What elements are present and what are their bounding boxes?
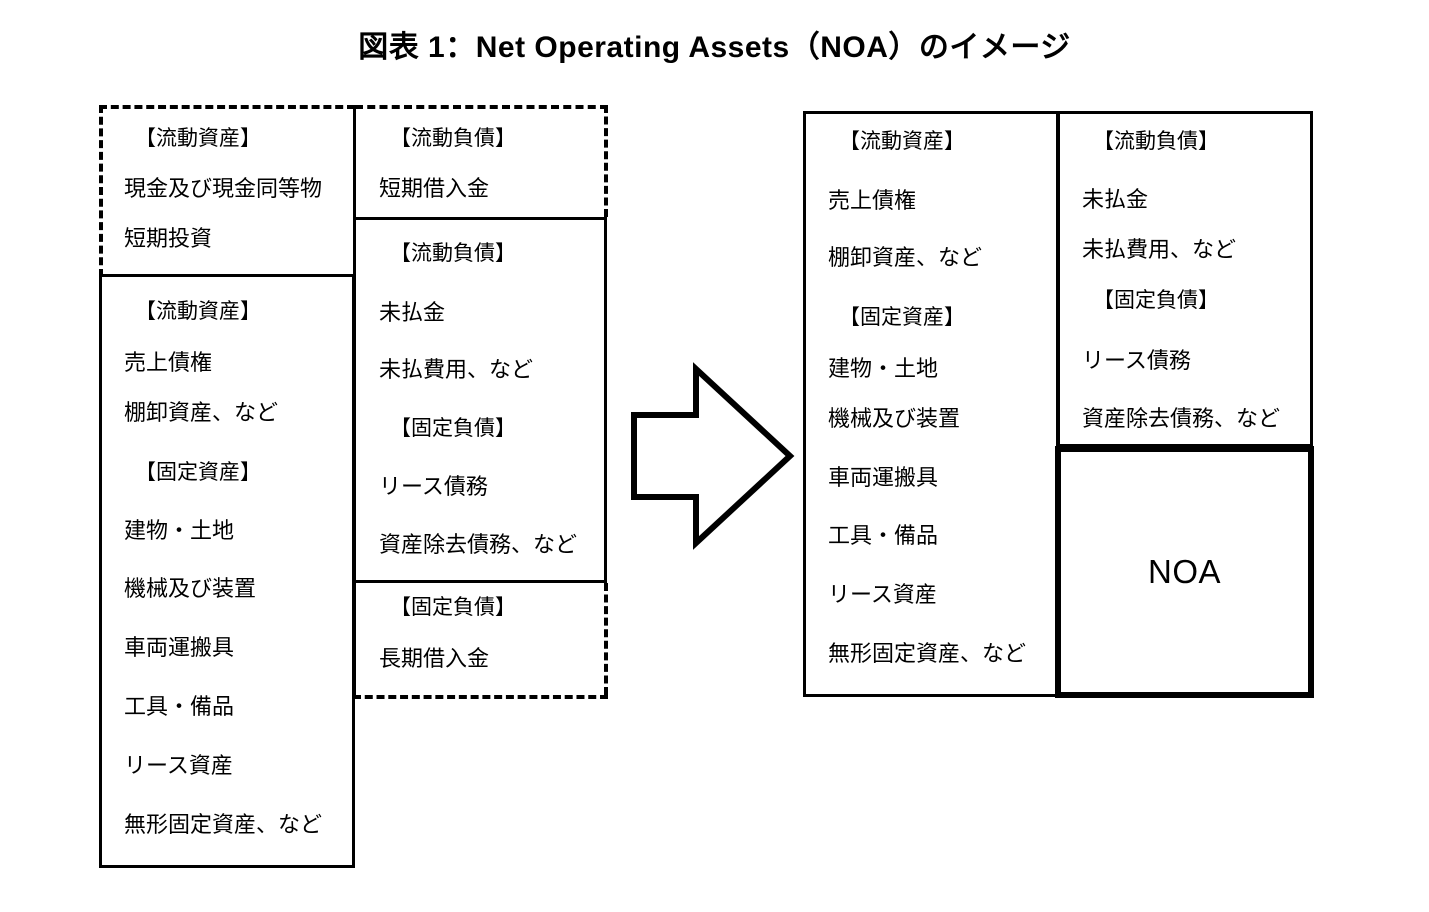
- before-liab-operating-heading-3: 【固定負債】: [390, 417, 516, 440]
- before-assets-operating-heading-0: 【流動資産】: [135, 300, 261, 323]
- before-liab-operating-item-4: リース債務: [379, 474, 488, 499]
- before-liab-financial-top-heading-0: 【流動負債】: [390, 127, 516, 150]
- after-assets-heading-3: 【固定資産】: [839, 306, 965, 329]
- before-liab-operating-item-1: 未払金: [379, 300, 446, 325]
- after-liab-item-1: 未払金: [1082, 187, 1149, 212]
- before-assets-operating-item-6: 車両運搬具: [124, 635, 235, 660]
- before-assets-operating-box: [99, 274, 355, 868]
- after-assets-item-6: 車両運搬具: [828, 465, 939, 490]
- after-assets-item-1: 売上債権: [828, 188, 917, 213]
- transform-arrow-icon: [628, 360, 796, 552]
- before-assets-operating-item-1: 売上債権: [124, 350, 213, 375]
- after-liab-heading-0: 【流動負債】: [1093, 130, 1219, 153]
- after-assets-item-9: 無形固定資産、など: [828, 641, 1027, 666]
- before-assets-financial-item-1: 現金及び現金同等物: [124, 176, 323, 201]
- after-assets-item-7: 工具・備品: [828, 523, 939, 548]
- after-liab-heading-3: 【固定負債】: [1093, 289, 1219, 312]
- before-liab-operating-heading-0: 【流動負債】: [390, 242, 516, 265]
- after-liabilities-box: [1057, 111, 1313, 447]
- after-liab-item-5: 資産除去債務、など: [1082, 406, 1281, 431]
- solid-border-left: [353, 583, 356, 698]
- before-liab-financial-top-item-1: 短期借入金: [379, 176, 490, 201]
- before-assets-operating-item-9: 無形固定資産、など: [124, 812, 323, 837]
- after-liab-item-2: 未払費用、など: [1082, 237, 1237, 262]
- after-assets-heading-0: 【流動資産】: [839, 130, 965, 153]
- after-assets-item-5: 機械及び装置: [828, 406, 961, 431]
- before-assets-financial-item-2: 短期投資: [124, 226, 213, 251]
- before-assets-operating-item-4: 建物・土地: [124, 518, 235, 543]
- dashed-border-right: [604, 583, 608, 695]
- before-assets-operating-item-7: 工具・備品: [124, 694, 235, 719]
- before-liab-operating-item-5: 資産除去債務、など: [379, 532, 578, 557]
- before-liab-financial-bottom-heading-0: 【固定負債】: [390, 596, 516, 619]
- before-assets-operating-item-5: 機械及び装置: [124, 576, 257, 601]
- dashed-border-right: [604, 105, 608, 217]
- after-assets-item-2: 棚卸資産、など: [828, 245, 983, 270]
- before-liab-operating-item-2: 未払費用、など: [379, 357, 534, 382]
- solid-border-left: [353, 105, 356, 217]
- before-assets-operating-heading-3: 【固定資産】: [135, 461, 261, 484]
- before-assets-financial-heading-0: 【流動資産】: [135, 127, 261, 150]
- dashed-border-top: [99, 105, 355, 109]
- dashed-border-bottom: [353, 695, 608, 699]
- dashed-border-top: [355, 105, 608, 109]
- after-liab-item-4: リース債務: [1082, 348, 1191, 373]
- noa-label: NOA: [1147, 553, 1221, 590]
- after-assets-item-8: リース資産: [828, 582, 937, 607]
- figure-title: 図表 1：Net Operating Assets（NOA）のイメージ: [358, 31, 1071, 64]
- before-assets-operating-item-8: リース資産: [124, 753, 233, 778]
- after-assets-item-4: 建物・土地: [828, 356, 939, 381]
- dashed-border-left: [99, 105, 103, 277]
- noa-box: NOA: [1055, 446, 1314, 698]
- before-liab-financial-bottom-item-1: 長期借入金: [379, 646, 490, 671]
- before-assets-operating-item-2: 棚卸資産、など: [124, 400, 279, 425]
- before-liabilities-operating-box: [353, 217, 607, 583]
